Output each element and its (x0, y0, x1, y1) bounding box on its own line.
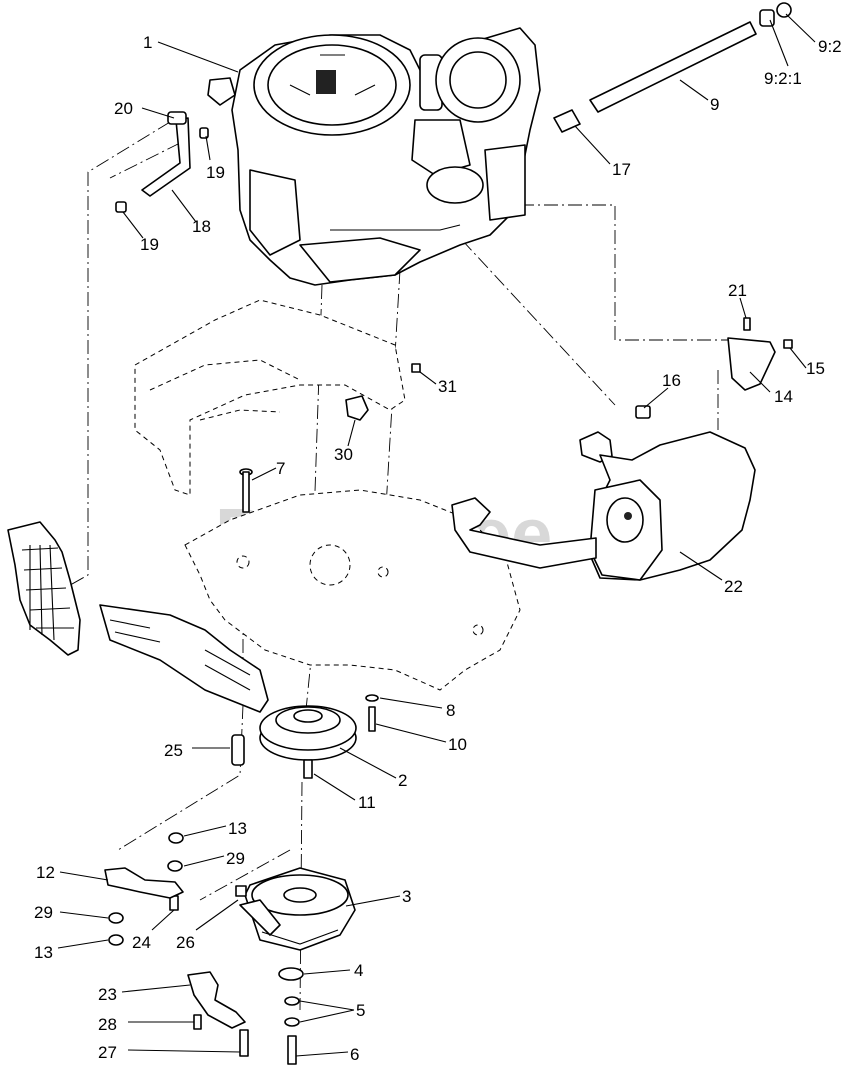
callout-23: 23 (98, 985, 117, 1004)
callout-5: 5 (356, 1001, 365, 1020)
deck-plate (184, 489, 521, 691)
electric-clutch (239, 867, 356, 951)
engine-mount-frame (134, 299, 406, 496)
callout-13-upper: 13 (228, 819, 247, 838)
callout-26: 26 (176, 933, 195, 952)
callout-24: 24 (132, 933, 151, 952)
callout-25: 25 (164, 741, 183, 760)
spacer (231, 734, 245, 766)
callout-16: 16 (662, 371, 681, 390)
carriage-bolt (239, 468, 253, 513)
engine-pulley (259, 705, 357, 779)
callout-10: 10 (448, 735, 467, 754)
leader-lines (57, 13, 816, 1057)
callout-4: 4 (354, 961, 363, 980)
clutch-bracket (187, 971, 246, 1029)
callout-labels: 1 9:2 9:2:1 9 20 19 17 19 18 21 15 31 14… (34, 33, 842, 1064)
callout-11: 11 (358, 793, 376, 812)
clutch-stop-bracket (104, 867, 184, 899)
callout-7: 7 (276, 459, 285, 478)
callout-21: 21 (728, 281, 747, 300)
callout-1: 1 (143, 33, 152, 52)
callout-18: 18 (192, 217, 211, 236)
callout-9-2: 9:2 (818, 37, 842, 56)
muffler-bracket (635, 317, 793, 419)
callout-12: 12 (36, 863, 55, 882)
lower-left-bracket (99, 604, 269, 713)
fuel-line (115, 111, 209, 213)
callout-29-lower: 29 (34, 903, 53, 922)
callout-17: 17 (612, 160, 631, 179)
callout-19-lower: 19 (140, 235, 159, 254)
callout-31: 31 (438, 377, 457, 396)
callout-29-upper: 29 (226, 849, 245, 868)
callout-13-lower: 13 (34, 943, 53, 962)
engine (207, 27, 541, 286)
callout-2: 2 (398, 771, 407, 790)
callout-28: 28 (98, 1015, 117, 1034)
callout-14: 14 (774, 387, 793, 406)
callout-20: 20 (114, 99, 133, 118)
callout-30: 30 (334, 445, 353, 464)
callout-9-2-1: 9:2:1 (764, 69, 802, 88)
callout-6: 6 (350, 1045, 359, 1064)
washer-and-bolt (365, 694, 379, 732)
callout-15: 15 (806, 359, 825, 378)
breather-tube (553, 2, 792, 133)
lower-fasteners (193, 967, 304, 1065)
muffler (451, 431, 756, 581)
callout-27: 27 (98, 1043, 117, 1062)
left-side-bracket (7, 521, 81, 656)
callout-19-upper: 19 (206, 163, 225, 182)
cable-clip (345, 363, 421, 421)
callout-3: 3 (402, 887, 411, 906)
callout-22: 22 (724, 577, 743, 596)
callout-8: 8 (446, 701, 455, 720)
hardware-left (108, 832, 247, 946)
callout-9: 9 (710, 95, 719, 114)
